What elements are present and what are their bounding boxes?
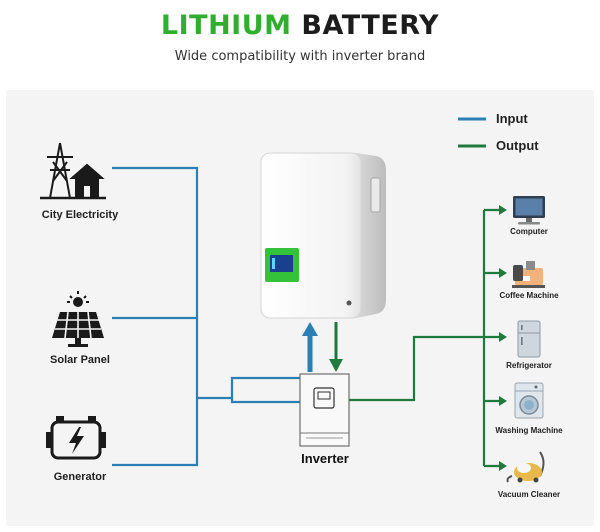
inverter-body (299, 373, 350, 447)
inverter-display-inner (317, 391, 331, 400)
battery-unit (260, 152, 386, 319)
solar-panel-icon (52, 291, 104, 347)
legend-output-label: Output (496, 138, 539, 153)
output-arrowheads (499, 205, 507, 471)
arrow-down-head (329, 359, 343, 372)
computer-icon (513, 196, 545, 225)
source-label-city: City Electricity (41, 209, 119, 221)
page-title: LITHIUM BATTERY (0, 10, 600, 41)
generator-icon (46, 416, 106, 460)
title-battery: BATTERY (301, 10, 440, 41)
coffee-machine-icon (512, 261, 545, 288)
input-wire-to-inverter-top (197, 376, 300, 400)
input-wire-to-inverter (230, 398, 300, 404)
battery-screen (270, 255, 293, 272)
battery-inverter-arrows (302, 322, 343, 372)
arrowhead-coffee (499, 268, 507, 278)
load-label-vacuum: Vacuum Cleaner (497, 490, 561, 499)
arrowhead-vacuum (499, 461, 507, 471)
battery-button (346, 300, 352, 306)
arrow-up-head (302, 322, 318, 336)
inverter-unit (299, 373, 350, 447)
vacuum-cleaner-icon (506, 451, 545, 483)
arrowhead-fridge (499, 332, 507, 342)
power-tower-house-icon (40, 142, 106, 200)
load-label-fridge: Refrigerator (506, 361, 552, 370)
washing-machine-icon (514, 382, 544, 419)
battery-screen-bar (272, 258, 275, 269)
page-subtitle: Wide compatibility with inverter brand (174, 49, 426, 64)
input-wire-city (112, 166, 199, 398)
load-label-washer: Washing Machine (495, 426, 563, 435)
output-wire-main (349, 335, 484, 402)
arrowhead-washer (499, 396, 507, 406)
legend-input-label: Input (496, 111, 528, 126)
input-wiring (112, 166, 300, 467)
inverter-display (313, 387, 335, 409)
title-lithium: LITHIUM (160, 10, 292, 41)
load-label-computer: Computer (510, 227, 548, 236)
arrowhead-computer (499, 205, 507, 215)
input-wire-generator (112, 398, 199, 467)
output-wiring (349, 208, 501, 468)
source-label-solar: Solar Panel (50, 354, 110, 366)
inverter-label: Inverter (301, 451, 349, 466)
battery-handle (370, 177, 381, 213)
battery-front (260, 152, 362, 319)
source-label-generator: Generator (53, 471, 107, 483)
refrigerator-icon (517, 320, 541, 358)
load-label-coffee: Coffee Machine (499, 291, 559, 300)
